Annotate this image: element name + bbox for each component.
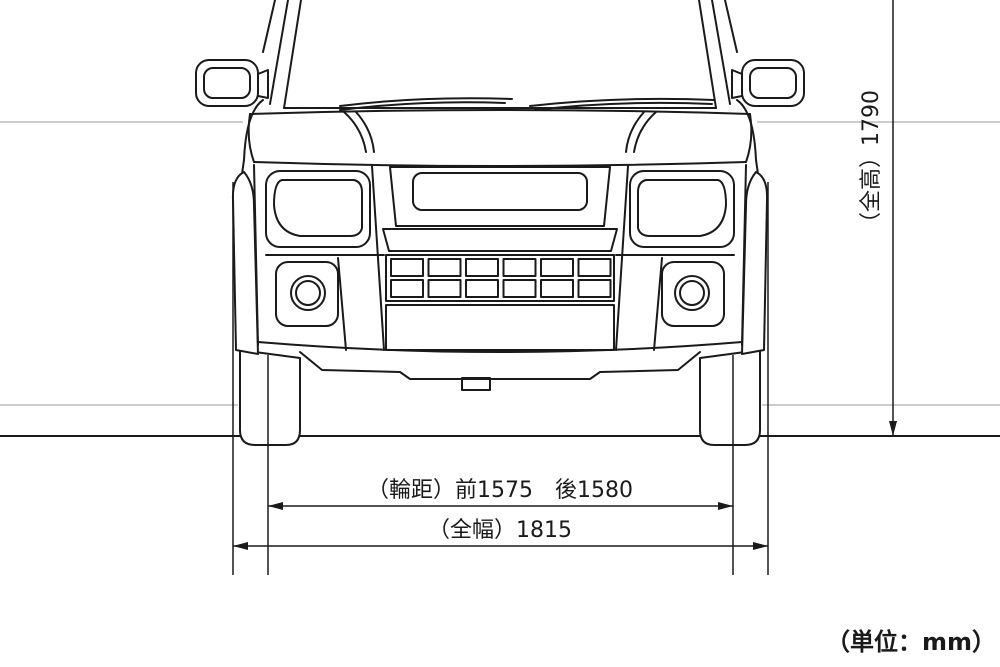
right-fog-light-inner [679, 280, 705, 306]
grille-cell [577, 279, 612, 298]
underbody [299, 351, 701, 391]
left-fog-light-inner [295, 280, 321, 306]
left-tire [239, 349, 301, 446]
track-dimension: （輪距）前1575 後1580 [268, 478, 733, 510]
left-mirror [195, 59, 259, 107]
grille-cell [502, 258, 537, 277]
grille-cells [390, 258, 612, 298]
front-fascia [253, 164, 747, 351]
right-wiper [529, 97, 715, 107]
left-headlight [273, 179, 363, 237]
width-label: （全幅）1815 [428, 518, 572, 543]
tires [239, 349, 761, 446]
grille-cell [577, 258, 612, 277]
extension-lines [232, 182, 769, 575]
track-label: （輪距）前1575 後1580 [367, 478, 633, 503]
hood [247, 109, 753, 167]
left-wiper [339, 97, 513, 107]
tow-hook [461, 377, 491, 391]
right-tire [699, 349, 761, 446]
grille-cell [540, 258, 574, 277]
a-pillars [262, 0, 738, 109]
height-label: （全高）1790 [859, 90, 884, 234]
grille-cell [465, 279, 499, 298]
grille-cell [390, 258, 424, 277]
right-fog-light-outer [674, 275, 710, 311]
right-mirror [741, 59, 805, 107]
grille-cell [465, 258, 499, 277]
grille-cell [540, 279, 574, 298]
right-fender-flare [741, 171, 769, 355]
unit-note: （単位：mm） [826, 628, 996, 656]
right-headlight [637, 179, 727, 237]
lower-grille [382, 228, 618, 351]
front-bumper [257, 254, 743, 353]
reference-lines [0, 121, 1000, 406]
width-dimension: （全幅）1815 [233, 518, 768, 550]
grille-cell [502, 279, 537, 298]
left-fender-flare [231, 171, 259, 355]
left-fog-light-outer [290, 275, 326, 311]
upper-grille [389, 166, 611, 227]
grille-opening [412, 172, 588, 211]
fender-flares [231, 171, 769, 355]
side-mirrors [195, 59, 805, 107]
height-dimension: （全高）1790 [859, 0, 897, 436]
left-hood-crease [343, 111, 367, 153]
grille-cell [427, 279, 462, 298]
grille-cell [427, 258, 462, 277]
grille-cell [390, 279, 424, 298]
windshield-base [283, 97, 717, 111]
headlights [265, 170, 735, 248]
right-hood-crease [633, 111, 657, 153]
